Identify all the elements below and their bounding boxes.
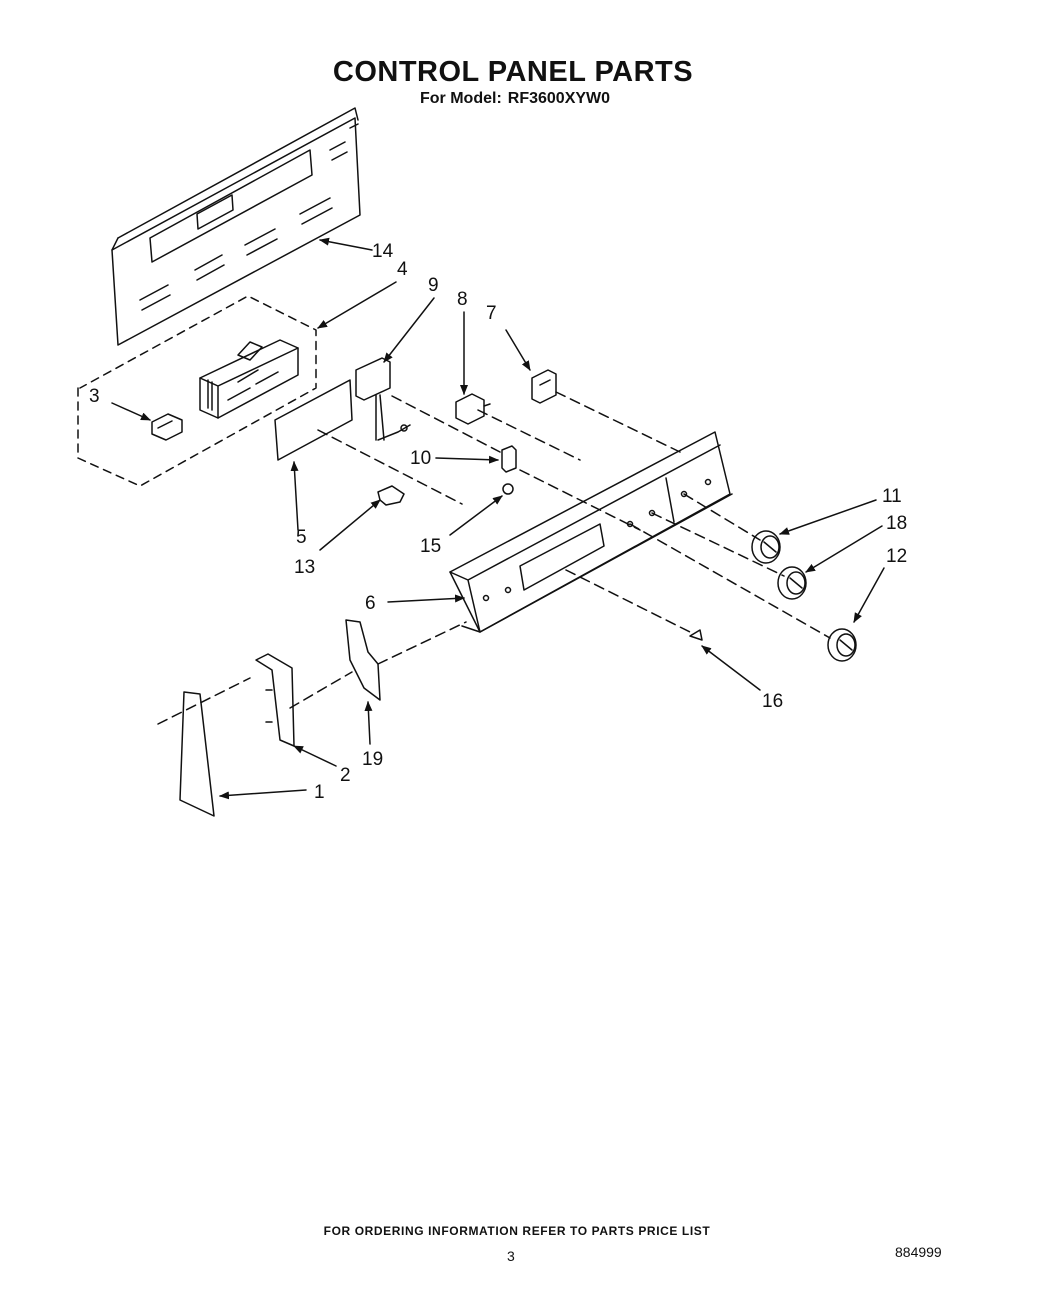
assembly-lines — [157, 391, 831, 725]
page-title: CONTROL PANEL PARTS — [332, 56, 694, 88]
end-trim-part — [255, 653, 295, 747]
callout-18: 18 — [886, 513, 907, 534]
lens-part — [689, 629, 703, 641]
callout-9: 9 — [428, 275, 439, 296]
callout-11: 11 — [882, 486, 902, 507]
clip-part — [151, 413, 183, 441]
page-number: 3 — [507, 1248, 515, 1264]
switch-part — [355, 357, 411, 441]
callout-15: 15 — [420, 536, 441, 557]
model-subtitle: For Model: RF3600XYW0 — [420, 90, 616, 108]
knob-18-part — [777, 566, 807, 600]
end-bracket-part — [345, 619, 381, 701]
callout-10: 10 — [410, 448, 431, 469]
rear-console-panel-part — [111, 107, 361, 346]
indicator-lamp-part — [502, 483, 514, 495]
model-label: For Model: — [420, 90, 502, 107]
callout-2: 2 — [340, 765, 351, 786]
callout-labels: 14 4 9 8 7 3 10 11 18 5 15 12 13 6 16 19… — [89, 241, 907, 803]
callout-12: 12 — [886, 546, 907, 567]
clock-assembly-outline — [77, 295, 317, 487]
terminal-clip-part — [501, 445, 517, 473]
callout-14: 14 — [372, 241, 394, 262]
callout-19: 19 — [362, 749, 383, 770]
knob-11-part — [751, 530, 781, 564]
document-number: 884999 — [895, 1244, 942, 1260]
control-panel-channel-part — [449, 431, 733, 633]
rocker-switch-part — [531, 369, 557, 404]
callout-13: 13 — [294, 557, 315, 578]
callout-3: 3 — [89, 386, 100, 407]
model-number: RF3600XYW0 — [507, 90, 611, 107]
callout-6: 6 — [365, 593, 376, 614]
callout-5: 5 — [296, 527, 307, 548]
callout-8: 8 — [457, 289, 468, 310]
end-cap-part — [179, 691, 215, 817]
ordering-note: FOR ORDERING INFORMATION REFER TO PARTS … — [323, 1224, 711, 1238]
callout-4: 4 — [397, 259, 408, 280]
callout-16: 16 — [762, 691, 783, 712]
leader-arrows — [111, 237, 885, 800]
clock-module-part — [199, 339, 299, 419]
callout-1: 1 — [314, 782, 325, 803]
callout-7: 7 — [486, 303, 497, 324]
knob-12-part — [827, 628, 857, 662]
switch-block-part — [455, 393, 491, 425]
bracket-clip-part — [377, 485, 405, 506]
overlay-plate-part — [274, 379, 353, 461]
